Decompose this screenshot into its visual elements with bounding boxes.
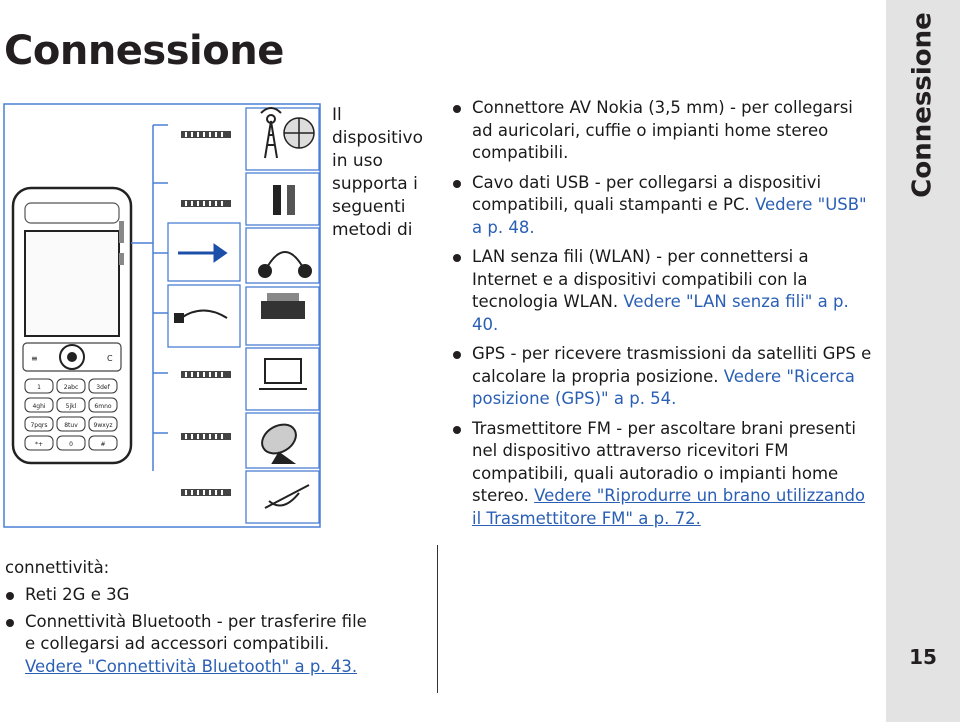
list-item: Connettività Bluetooth - per trasferire … xyxy=(5,611,375,679)
page-title: Connessione xyxy=(4,28,284,74)
phone-key-label: 8tuv xyxy=(64,422,78,429)
intro-text: Il dispositivo in uso supporta i seguent… xyxy=(332,105,423,240)
cross-reference-link[interactable]: Vedere "USB" a p. 48. xyxy=(472,195,867,237)
satellite-dish-icon xyxy=(261,423,297,464)
left-bullet-list: Reti 2G e 3G Connettività Bluetooth - pe… xyxy=(5,584,375,682)
cross-reference-link[interactable]: Vedere "Connettività Bluetooth" a p. 43. xyxy=(25,656,358,676)
phone-key-label: 4ghi xyxy=(32,403,45,410)
connector-lines xyxy=(131,124,168,471)
icon-boxes xyxy=(167,222,241,348)
phone-key xyxy=(88,416,118,432)
phone-key-label: # xyxy=(100,441,105,448)
phone-key xyxy=(56,416,86,432)
svg-text:C: C xyxy=(107,354,113,363)
usb-cable-icon xyxy=(174,309,228,323)
headset-icon xyxy=(258,251,312,278)
phone-key xyxy=(24,378,54,394)
connectivity-illustration: ≡ C 1 2abc 3def 4ghi 5jkl 6mno 7pqrs 8tuv 9wxyz *… xyxy=(3,103,321,528)
list-item: LAN senza fili (WLAN) - per connettersi … xyxy=(452,246,872,336)
phone-drawing: ≡ C 1 2abc 3def 4ghi 5jkl 6mno 7pqrs 8tuv 9wxyz *… xyxy=(11,186,133,465)
cross-reference-link[interactable]: Vedere "Ricerca posizione (GPS)" a p. 54… xyxy=(472,366,855,409)
side-section-label: Connessione xyxy=(908,12,938,198)
phone-key-label: 1 xyxy=(37,384,41,391)
phone-key xyxy=(88,397,118,413)
list-item: Trasmettitore FM - per ascoltare brani p… xyxy=(452,418,872,531)
phone-key-label: 7pqrs xyxy=(30,422,47,429)
cross-reference-link[interactable]: Vedere "Riprodurre un brano utilizzando … xyxy=(472,486,866,528)
page-number: 15 xyxy=(909,645,937,669)
phone-key-label: 6mno xyxy=(94,403,111,410)
phone-key xyxy=(56,435,86,451)
list-item: GPS - per ricevere trasmissioni da satel… xyxy=(452,343,872,411)
phone-key-label: *+ xyxy=(35,441,43,448)
globe-icon xyxy=(283,117,315,149)
phone-key xyxy=(24,416,54,432)
list-item: Reti 2G e 3G xyxy=(5,584,375,607)
list-item: Connettore AV Nokia (3,5 mm) - per colle… xyxy=(452,97,872,165)
right-bullet-list: Connettore AV Nokia (3,5 mm) - per colle… xyxy=(452,97,872,537)
cellular-tower-icon xyxy=(260,107,282,159)
phone-key xyxy=(24,397,54,413)
phone-key xyxy=(88,378,118,394)
bluetooth-waves-icon xyxy=(273,185,295,215)
phone-key-label: 5jkl xyxy=(66,403,77,410)
list-item: Cavo dati USB - per collegarsi a disposi… xyxy=(452,172,872,240)
phone-key-label: 2abc xyxy=(64,384,79,391)
phone-key-label: 3def xyxy=(96,384,110,391)
phone-key xyxy=(24,435,54,451)
phone-key-label: 0 xyxy=(69,441,73,448)
column-divider xyxy=(437,545,438,693)
side-tab xyxy=(886,0,960,722)
phone-key xyxy=(88,435,118,451)
svg-text:≡: ≡ xyxy=(31,354,38,363)
phone-key xyxy=(56,397,86,413)
cross-reference-link[interactable]: Vedere "LAN senza fili" a p. 40. xyxy=(472,292,849,334)
figure-frame xyxy=(3,103,321,528)
usb-arrow-icon xyxy=(178,243,228,263)
signal-bars xyxy=(181,131,231,496)
continuation-heading: connettività: xyxy=(5,558,110,577)
phone-key xyxy=(56,378,86,394)
phone-key-label: 9wxyz xyxy=(94,422,113,429)
printer-icon xyxy=(261,293,305,319)
fm-transmitter-icon xyxy=(264,484,310,509)
laptop-icon xyxy=(259,358,307,390)
